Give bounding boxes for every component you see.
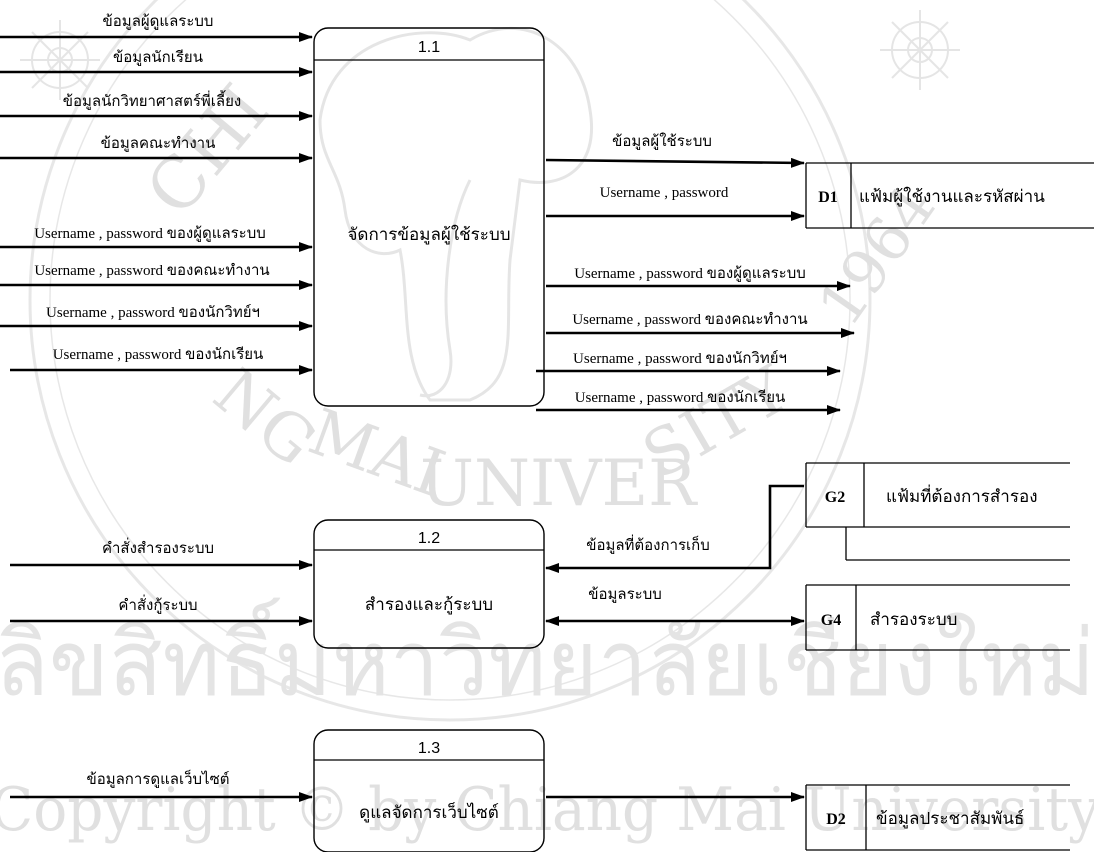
store-d2: D2 ข้อมูลประชาสัมพันธ์ <box>805 784 1070 851</box>
flower-ornament-left-icon <box>20 20 100 100</box>
flow-system-data-label: ข้อมูลระบบ <box>588 586 662 603</box>
process-1-3-name: ดูแลจัดการเว็บไซต์ <box>359 801 499 823</box>
flow-out-up-student-label: Username , password ของนักเรียน <box>575 389 786 406</box>
flow-to-d1-user-arrow <box>545 157 805 168</box>
process-1-1-number: 1.1 <box>418 39 440 56</box>
flow-from-g2-label: ข้อมูลที่ต้องการเก็บ <box>586 534 710 554</box>
flow-out-up-mentor-label: Username , password ของนักวิทย์ฯ <box>573 350 787 367</box>
flows-out-of-1-1 <box>536 157 855 415</box>
watermark-copyright: Copyright © by Chiang Mai University <box>0 775 1094 845</box>
watermark-arc-univ: UNIVER <box>420 447 698 521</box>
flow-mentor-label: ข้อมูลนักวิทยาศาสตร์พี่เลี้ยง <box>63 90 241 110</box>
process-1-2: 1.2 สำรองและกู้ระบบ <box>313 519 545 649</box>
process-1-3: 1.3 ดูแลจัดการเว็บไซต์ <box>313 729 545 852</box>
store-d1-name: แฟ้มผู้ใช้งานและรหัสผ่าน <box>859 186 1045 207</box>
flow-admin-label: ข้อมูลผู้ดูแลระบบ <box>103 13 214 30</box>
store-g4-id: G4 <box>821 612 841 629</box>
flow-out-up-admin-label: Username , password ของผู้ดูแลระบบ <box>574 265 806 282</box>
process-1-1: 1.1 จัดการข้อมูลผู้ใช้ระบบ <box>313 27 545 407</box>
store-d1-id: D1 <box>818 189 838 206</box>
flows-into-1-1 <box>0 32 313 375</box>
flow-web-care-label: ข้อมูลการดูแลเว็บไซต์ <box>86 769 229 788</box>
store-d2-name: ข้อมูลประชาสัมพันธ์ <box>876 809 1024 829</box>
flow-student-label: ข้อมูลนักเรียน <box>113 49 203 66</box>
process-1-3-number: 1.3 <box>418 740 440 757</box>
watermark-arc-sity: SITY <box>631 352 802 493</box>
flow-up-admin-label: Username , password ของผู้ดูแลระบบ <box>34 225 266 242</box>
store-g2: G2 แฟ้มที่ต้องการสำรอง <box>805 462 1070 561</box>
flow-to-d1-user-label: ข้อมูลผู้ใช้ระบบ <box>612 132 712 150</box>
flow-to-d1-up-label: Username , password <box>600 185 729 201</box>
flow-backup-cmd-label: คำสั่งสำรองระบบ <box>102 537 214 557</box>
flow-up-mentor-label: Username , password ของนักวิทย์ฯ <box>46 304 260 321</box>
flow-restore-cmd-label: คำสั่งกู้ระบบ <box>118 594 197 614</box>
process-1-2-number: 1.2 <box>418 530 440 547</box>
process-1-1-name: จัดการข้อมูลผู้ใช้ระบบ <box>347 224 510 245</box>
flow-up-team-label: Username , password ของคณะทำงาน <box>34 262 269 279</box>
store-g2-id: G2 <box>825 489 845 506</box>
flow-from-g2-arrow <box>545 484 804 573</box>
process-1-2-name: สำรองและกู้ระบบ <box>365 595 493 615</box>
flow-team-label: ข้อมูลคณะทำงาน <box>101 135 216 152</box>
flow-out-up-team-label: Username , password ของคณะทำงาน <box>572 311 807 328</box>
elephant-emblem-icon <box>318 26 593 402</box>
store-g4: G4 สำรองระบบ <box>805 584 1070 651</box>
store-d1: D1 แฟ้มผู้ใช้งานและรหัสผ่าน <box>805 162 1094 229</box>
store-g2-name: แฟ้มที่ต้องการสำรอง <box>886 484 1038 506</box>
flow-up-student-label: Username , password ของนักเรียน <box>53 346 264 363</box>
flows-process-1-2 <box>10 484 805 626</box>
store-g4-name: สำรองระบบ <box>870 610 957 629</box>
flower-ornament-right-icon <box>880 10 960 90</box>
store-d2-id: D2 <box>826 811 846 828</box>
